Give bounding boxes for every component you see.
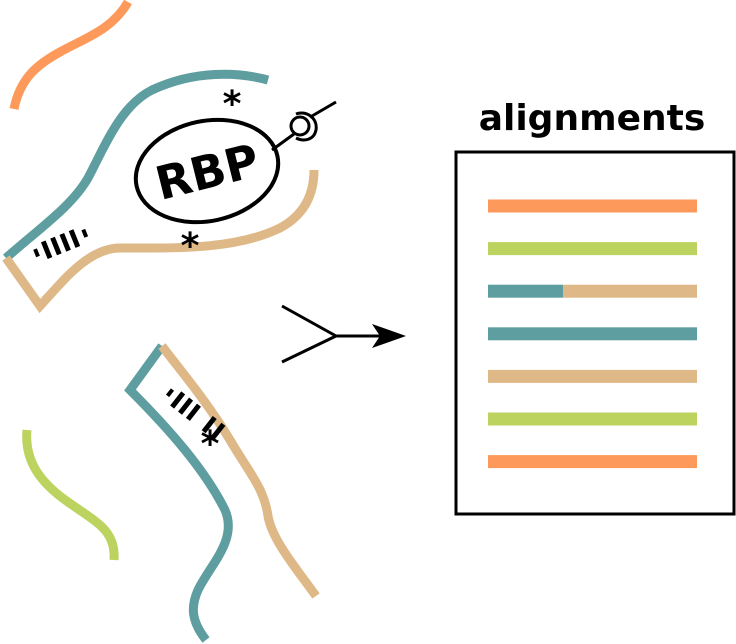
green-rna-fragment: [22, 429, 119, 561]
teal-rna-strand-top: [3, 69, 270, 262]
orange-rna-fragment: [9, 0, 132, 111]
tan-rna-strand-top: [2, 169, 319, 314]
crosslink-star-purple: *: [201, 424, 220, 465]
alignment-row-2-segment-1: [488, 242, 697, 256]
alignment-row-3-segment-1: [488, 284, 564, 298]
alignment-row-5-segment-1: [488, 369, 697, 383]
processing-arrow: [281, 304, 406, 364]
alignment-row-3-segment-2: [563, 284, 697, 298]
alignment-row-1-segment-1: [488, 199, 697, 213]
alignment-row-6-segment-1: [488, 412, 697, 426]
tan-rna-strand-bottom: [158, 343, 320, 599]
teal-rna-strand-bottom: [124, 343, 233, 643]
base-pairing-ticks-bottom: [165, 388, 226, 441]
alignment-rows: [488, 199, 697, 469]
alignments-title: alignments: [479, 98, 706, 139]
antibody-icon: [271, 100, 337, 152]
crosslink-star-bottom: *: [181, 226, 200, 267]
rbp-protein: [133, 117, 281, 225]
base-pairing-ticks-top: [33, 228, 89, 260]
crosslink-star-top: *: [223, 84, 242, 125]
alignment-row-7-segment-1: [488, 455, 697, 469]
alignment-row-4-segment-1: [488, 327, 697, 341]
